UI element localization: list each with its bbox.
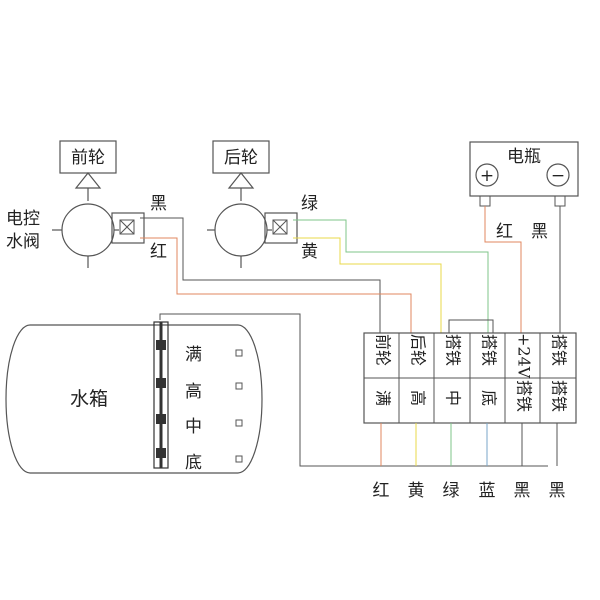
water-tank <box>5 321 263 474</box>
battery: 电瓶 + − <box>469 141 579 207</box>
battery-minus-sign: − <box>551 166 565 186</box>
tank-level-bottom: 底 <box>185 453 202 473</box>
terminal-block <box>363 332 577 424</box>
terminal-top-ground-1: 搭铁 <box>444 334 463 366</box>
bottom-wire-label-blue: 蓝 <box>479 481 496 501</box>
bottom-wire-label-yellow: 黄 <box>408 481 425 501</box>
rear-arrow-icon <box>227 172 255 189</box>
rear-valve-wire-green-label: 绿 <box>301 194 318 214</box>
bottom-wire-label-black-1: 黑 <box>514 481 531 501</box>
rear-valve <box>207 203 298 268</box>
rear-valve-wire-yellow-label: 黄 <box>301 242 318 262</box>
valve-label-line2: 水阀 <box>6 232 40 252</box>
tank-level-mid: 中 <box>185 417 202 437</box>
terminal-top-ground-3: 搭铁 <box>550 334 569 366</box>
bottom-wire-label-black-2: 黑 <box>549 481 566 501</box>
tank-level-high: 高 <box>185 382 202 402</box>
terminal-bottom-full: 满 <box>374 390 393 406</box>
front-wheel-label: 前轮 <box>71 148 105 168</box>
tank-level-full: 满 <box>185 345 202 365</box>
battery-wire-red-label: 红 <box>496 222 513 242</box>
terminal-bottom-mid: 中 <box>444 390 463 406</box>
bottom-wire-label-red: 红 <box>373 481 390 501</box>
terminal-top-rear-wheel: 后轮 <box>409 334 428 366</box>
wire-front-black <box>140 217 381 333</box>
battery-minus-icon <box>546 163 570 187</box>
bottom-wire-label-green: 绿 <box>443 481 460 501</box>
wire-rear-green <box>293 219 489 333</box>
wire-tank-sensor <box>159 313 548 467</box>
rear-wheel-label: 后轮 <box>224 148 258 168</box>
terminal-top-24v: +24V <box>515 333 534 379</box>
terminal-bottom-low: 底 <box>480 390 499 406</box>
front-valve-wire-red-label: 红 <box>150 242 167 262</box>
front-valve-connector <box>111 212 145 244</box>
terminal-bottom-high: 高 <box>409 390 428 406</box>
terminal-bottom-ground-1: 搭铁 <box>515 380 534 412</box>
valve-label-line1: 电控 <box>6 209 40 229</box>
battery-plus-sign: + <box>480 166 494 186</box>
wire-front-red <box>140 237 412 333</box>
battery-wire-black-label: 黑 <box>531 222 548 242</box>
wire-battery-red <box>484 206 522 333</box>
terminal-bottom-ground-2: 搭铁 <box>550 380 569 412</box>
wire-rear-yellow <box>293 237 442 333</box>
front-valve-wire-black-label: 黑 <box>150 194 167 214</box>
front-valve <box>52 203 145 268</box>
battery-label: 电瓶 <box>507 147 541 167</box>
terminal-top-ground-2: 搭铁 <box>480 334 499 366</box>
rear-valve-connector <box>264 212 298 244</box>
tank-label: 水箱 <box>70 388 108 410</box>
terminal-top-front-wheel: 前轮 <box>374 334 393 366</box>
front-arrow-icon <box>74 172 102 189</box>
battery-plus-icon <box>475 163 499 187</box>
